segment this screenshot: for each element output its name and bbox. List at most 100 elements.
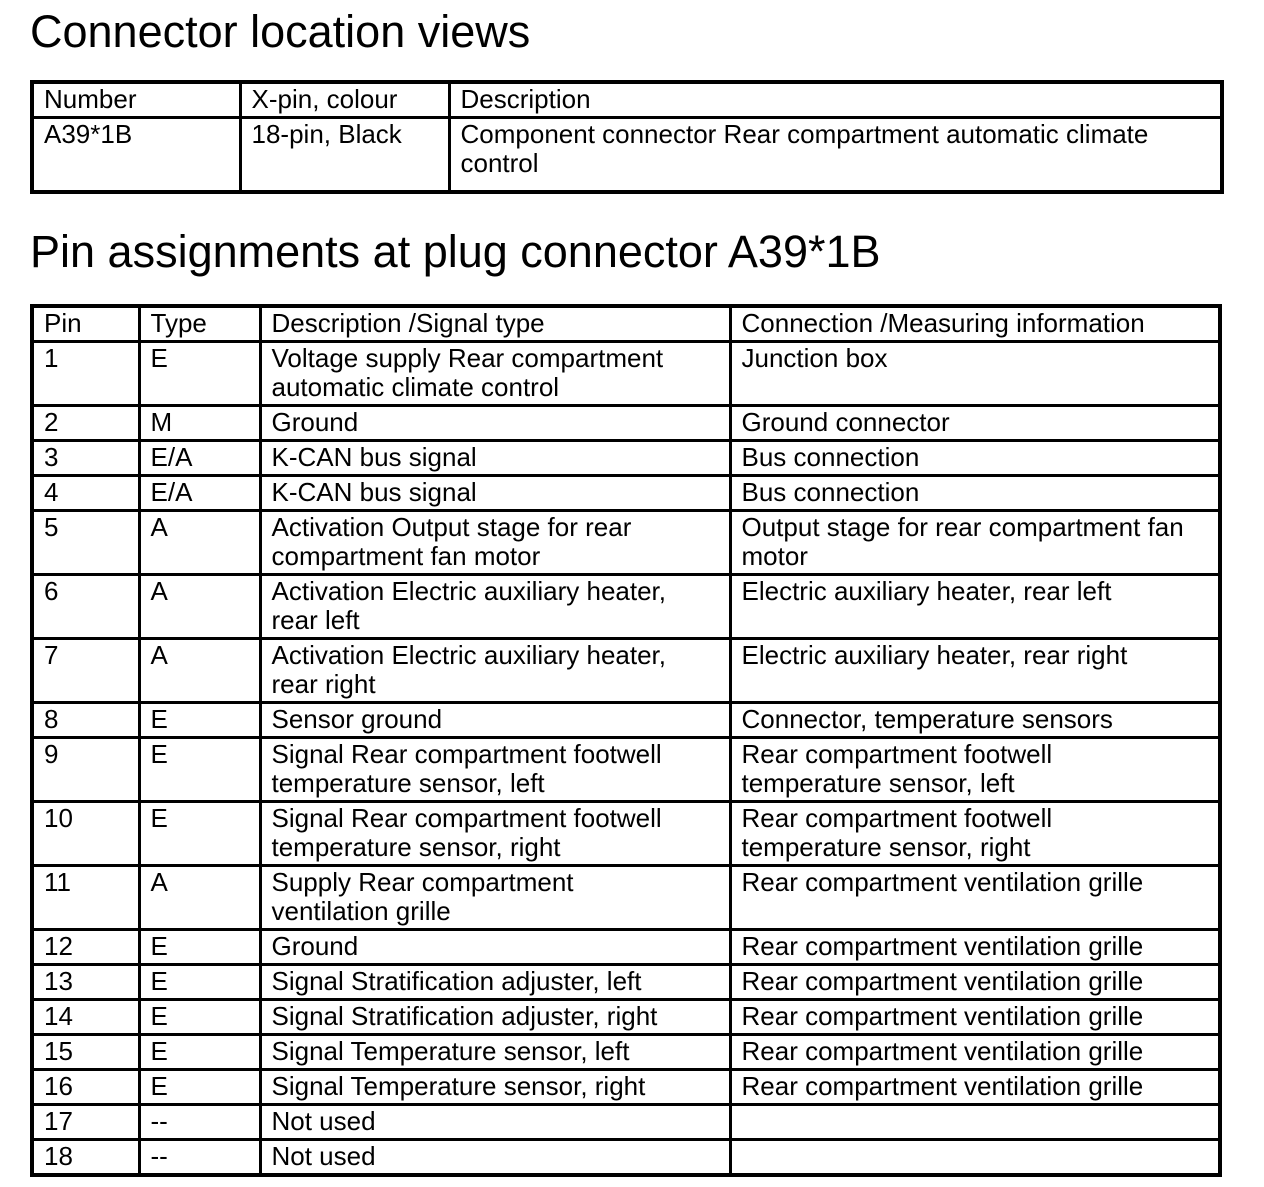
table-cell: E bbox=[137, 800, 262, 867]
table-cell: 7 bbox=[30, 637, 141, 704]
table-cell: A39*1B bbox=[30, 116, 242, 194]
table-cell: A bbox=[137, 864, 262, 931]
table-cell: 2 bbox=[30, 404, 141, 442]
table-cell: 1 bbox=[30, 340, 141, 407]
table-cell: Activation Electric auxiliary heater, re… bbox=[258, 573, 732, 640]
table-cell: 5 bbox=[30, 509, 141, 576]
table-cell: 12 bbox=[30, 928, 141, 966]
table-cell: Ground bbox=[258, 404, 732, 442]
table-cell: Signal Stratification adjuster, left bbox=[258, 963, 732, 1001]
table-cell bbox=[728, 1138, 1222, 1177]
table-cell: Supply Rear compartment ventilation gril… bbox=[258, 864, 732, 931]
table-cell bbox=[728, 1103, 1222, 1141]
table-cell: 14 bbox=[30, 998, 141, 1036]
table-cell: 3 bbox=[30, 439, 141, 477]
table-cell: K-CAN bus signal bbox=[258, 474, 732, 512]
table-cell: 15 bbox=[30, 1033, 141, 1071]
table-cell: Bus connection bbox=[728, 474, 1222, 512]
pin-table: Pin Type Description /Signal type Connec… bbox=[30, 304, 1222, 1177]
table-cell: M bbox=[137, 404, 262, 442]
table-cell: A bbox=[137, 509, 262, 576]
table-cell: Voltage supply Rear compartment automati… bbox=[258, 340, 732, 407]
table-cell: Electric auxiliary heater, rear right bbox=[728, 637, 1222, 704]
table-cell: 18 bbox=[30, 1138, 141, 1177]
table-cell: Sensor ground bbox=[258, 701, 732, 739]
section-title-connector-location-views: Connector location views bbox=[30, 6, 531, 57]
table-cell: Output stage for rear compartment fan mo… bbox=[728, 509, 1222, 576]
column-header-xpin-colour: X-pin, colour bbox=[238, 80, 451, 119]
table-header-row: Number X-pin, colour Description bbox=[30, 80, 1224, 119]
table-cell: 16 bbox=[30, 1068, 141, 1106]
table-cell: E bbox=[137, 736, 262, 803]
table-cell: Not used bbox=[258, 1138, 732, 1177]
table-cell: 18-pin, Black bbox=[238, 116, 451, 194]
table-cell: Rear compartment footwell temperature se… bbox=[728, 736, 1222, 803]
column-header-description-signal-type: Description /Signal type bbox=[258, 304, 732, 343]
table-cell: Not used bbox=[258, 1103, 732, 1141]
table-cell: A bbox=[137, 637, 262, 704]
table-cell: Junction box bbox=[728, 340, 1222, 407]
table-cell: Signal Rear compartment footwell tempera… bbox=[258, 736, 732, 803]
table-cell: 6 bbox=[30, 573, 141, 640]
table-cell: 9 bbox=[30, 736, 141, 803]
column-header-type: Type bbox=[137, 304, 262, 343]
table-cell: 8 bbox=[30, 701, 141, 739]
table-cell: 13 bbox=[30, 963, 141, 1001]
column-header-pin: Pin bbox=[30, 304, 141, 343]
table-cell: Rear compartment footwell temperature se… bbox=[728, 800, 1222, 867]
table-cell: 11 bbox=[30, 864, 141, 931]
table-cell: Rear compartment ventilation grille bbox=[728, 998, 1222, 1036]
table-cell: E bbox=[137, 701, 262, 739]
table-cell: Signal Rear compartment footwell tempera… bbox=[258, 800, 732, 867]
table-cell: Rear compartment ventilation grille bbox=[728, 1033, 1222, 1071]
table-cell: E bbox=[137, 998, 262, 1036]
table-cell: Electric auxiliary heater, rear left bbox=[728, 573, 1222, 640]
table-cell: Signal Stratification adjuster, right bbox=[258, 998, 732, 1036]
table-cell: Rear compartment ventilation grille bbox=[728, 928, 1222, 966]
table-cell: K-CAN bus signal bbox=[258, 439, 732, 477]
table-cell: E bbox=[137, 963, 262, 1001]
table-cell: Rear compartment ventilation grille bbox=[728, 864, 1222, 931]
table-cell: Component connector Rear compartment aut… bbox=[447, 116, 1224, 194]
section-title-pin-assignments: Pin assignments at plug connector A39*1B bbox=[30, 226, 881, 277]
table-cell: -- bbox=[137, 1103, 262, 1141]
table-cell: E bbox=[137, 340, 262, 407]
table-cell: Rear compartment ventilation grille bbox=[728, 963, 1222, 1001]
table-header-row: Pin Type Description /Signal type Connec… bbox=[30, 304, 1222, 343]
table-cell: Signal Temperature sensor, right bbox=[258, 1068, 732, 1106]
table-cell: Signal Temperature sensor, left bbox=[258, 1033, 732, 1071]
table-cell: E/A bbox=[137, 439, 262, 477]
table-row: 18--Not used bbox=[30, 1138, 1222, 1177]
table-cell: Ground bbox=[258, 928, 732, 966]
table-cell: Ground connector bbox=[728, 404, 1222, 442]
column-header-connection-measuring-information: Connection /Measuring information bbox=[728, 304, 1222, 343]
table-cell: Activation Electric auxiliary heater, re… bbox=[258, 637, 732, 704]
table-cell: E bbox=[137, 928, 262, 966]
table-cell: 17 bbox=[30, 1103, 141, 1141]
table-cell: A bbox=[137, 573, 262, 640]
table-cell: Activation Output stage for rear compart… bbox=[258, 509, 732, 576]
table-cell: 10 bbox=[30, 800, 141, 867]
table-cell: 4 bbox=[30, 474, 141, 512]
table-cell: Bus connection bbox=[728, 439, 1222, 477]
column-header-number: Number bbox=[30, 80, 242, 119]
table-cell: E bbox=[137, 1033, 262, 1071]
table-cell: Rear compartment ventilation grille bbox=[728, 1068, 1222, 1106]
table-cell: Connector, temperature sensors bbox=[728, 701, 1222, 739]
